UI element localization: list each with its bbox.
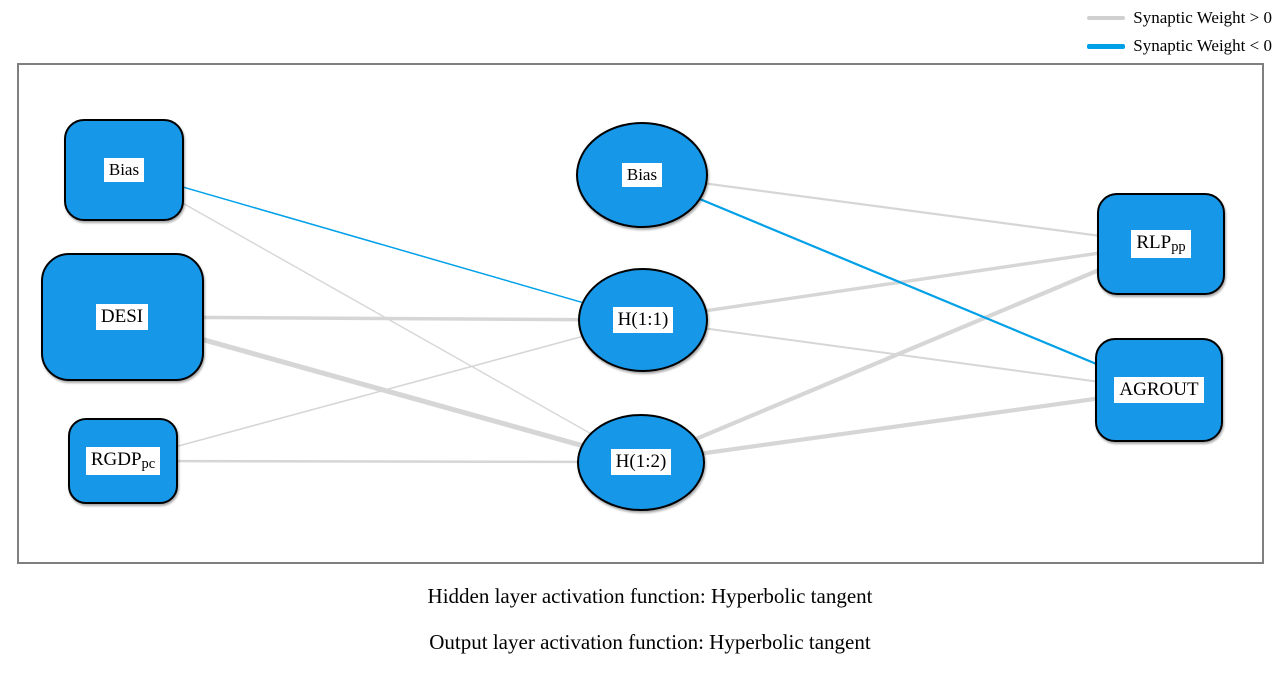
legend-item-positive-weight: Synaptic Weight > 0: [1087, 7, 1272, 29]
node-output-agrout-label: AGROUT: [1114, 377, 1204, 403]
node-hidden-h12: H(1:2): [577, 413, 705, 511]
node-output-rlppp: RLPpp: [1097, 193, 1225, 295]
legend-label-positive: Synaptic Weight > 0: [1133, 8, 1272, 27]
legend-label-negative: Synaptic Weight < 0: [1133, 36, 1272, 55]
node-input-bias: Bias: [64, 119, 184, 221]
node-input-desi-label: DESI: [95, 304, 149, 330]
node-hidden-bias-label: Bias: [621, 163, 663, 187]
node-hidden-bias: Bias: [576, 122, 708, 228]
legend-item-negative-weight: Synaptic Weight < 0: [1087, 35, 1272, 57]
node-hidden-h12-label: H(1:2): [610, 449, 672, 475]
hidden-layer-activation-caption: Hidden layer activation function: Hyperb…: [427, 584, 873, 608]
node-input-rgdppc: RGDPpc: [68, 418, 178, 504]
node-input-rgdppc-label: RGDPpc: [85, 447, 161, 475]
node-output-rlppp-label: RLPpp: [1131, 230, 1191, 258]
output-layer-activation-caption: Output layer activation function: Hyperb…: [429, 630, 871, 654]
legend: Synaptic Weight > 0 Synaptic Weight < 0: [1087, 7, 1272, 57]
negative-weight-line-icon: [1087, 43, 1126, 49]
node-output-agrout: AGROUT: [1095, 338, 1223, 442]
node-input-desi: DESI: [40, 253, 204, 381]
node-input-bias-label: Bias: [103, 158, 145, 182]
node-hidden-h11-label: H(1:1): [612, 307, 674, 333]
positive-weight-line-icon: [1087, 16, 1126, 20]
diagram-frame: [17, 63, 1264, 564]
node-hidden-h11: H(1:1): [578, 268, 708, 372]
